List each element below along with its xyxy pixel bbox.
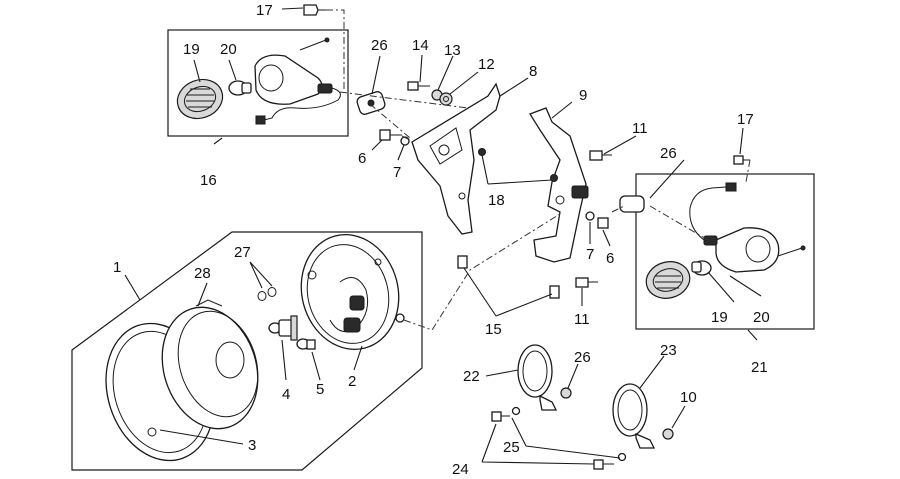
right-indicator-lens (645, 261, 691, 299)
right-indicator-bulb (691, 260, 712, 276)
callout-17-top: 17 (256, 2, 273, 19)
callout-7-right: 7 (586, 246, 594, 263)
callout-7-left: 7 (393, 164, 401, 181)
assembly-lines (326, 9, 751, 331)
callout-22: 22 (463, 368, 480, 385)
bracket-9 (529, 107, 589, 263)
callout-11-lower: 11 (574, 311, 590, 328)
left-indicator-group (167, 29, 349, 137)
callout-1: 1 (113, 259, 121, 276)
callout-14: 14 (412, 37, 429, 54)
horn-fasteners (491, 406, 627, 470)
bracket-8 (411, 82, 501, 235)
callout-17-right: 17 (737, 111, 754, 128)
horn-22 (517, 344, 572, 411)
callout-24: 24 (452, 461, 469, 478)
callout-16: 16 (200, 172, 217, 189)
callout-28: 28 (194, 265, 211, 282)
fasteners (303, 4, 750, 299)
callout-26-horn: 26 (574, 349, 591, 366)
headlight-shell (300, 233, 405, 351)
callout-19-right: 19 (711, 309, 728, 326)
left-indicator-lens (176, 78, 224, 120)
left-indicator-housing (254, 37, 341, 125)
headlight-bulb (268, 315, 298, 341)
callout-11-upper: 11 (632, 120, 648, 137)
right-indicator-housing (689, 182, 806, 273)
callout-6-right: 6 (606, 250, 614, 267)
headlight-assembly-box (71, 231, 423, 471)
callout-27: 27 (234, 244, 251, 261)
callout-26-top: 26 (371, 37, 388, 54)
callout-10: 10 (680, 389, 697, 406)
callout-21: 21 (751, 359, 768, 376)
callout-labels: 17 19 20 26 14 13 12 8 9 11 17 26 6 7 16… (113, 2, 770, 478)
callout-6-left: 6 (358, 150, 366, 167)
callout-26-right: 26 (660, 145, 677, 162)
callout-12: 12 (478, 56, 495, 73)
callout-15: 15 (485, 321, 502, 338)
callout-9: 9 (579, 87, 587, 104)
headlight-lens (161, 299, 259, 430)
callout-8: 8 (529, 63, 537, 80)
leader-lines (124, 7, 762, 465)
callout-4: 4 (282, 386, 290, 403)
callout-19-left: 19 (183, 41, 200, 58)
horn-23 (612, 383, 674, 449)
right-indicator-group (635, 173, 815, 330)
parking-bulb (296, 338, 316, 350)
left-indicator-bulb (228, 80, 252, 96)
screw-pair-27 (257, 287, 277, 301)
callout-25: 25 (503, 439, 520, 456)
callout-23: 23 (660, 342, 677, 359)
callout-2: 2 (348, 373, 356, 390)
callout-20-right: 20 (753, 309, 770, 326)
callout-5: 5 (316, 381, 324, 398)
callout-18: 18 (488, 192, 505, 209)
callout-13: 13 (444, 42, 461, 59)
callout-20-left: 20 (220, 41, 237, 58)
callout-3: 3 (248, 437, 256, 454)
